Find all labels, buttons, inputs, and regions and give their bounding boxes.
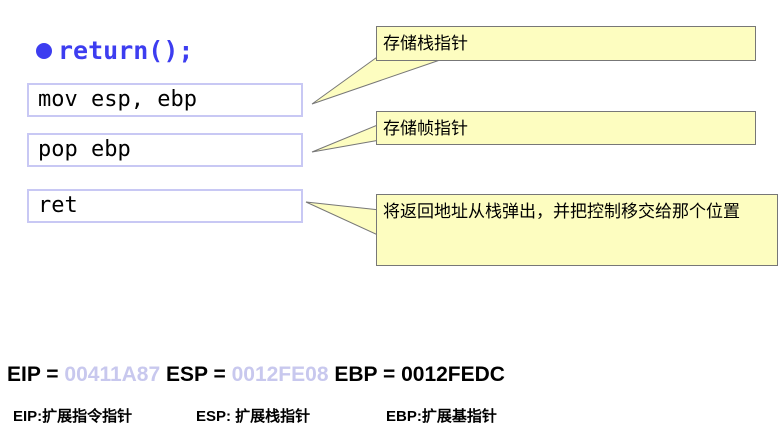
legend-ebp: EBP:扩展基指针 xyxy=(386,408,497,425)
callout-frame-pointer: 存储帧指针 xyxy=(376,111,756,145)
eip-value: 00411A87 xyxy=(64,363,161,386)
bullet-icon xyxy=(36,42,52,59)
callout-return: 将返回地址从栈弹出，并把控制移交给那个位置 xyxy=(376,194,778,266)
heading-text: return(); xyxy=(58,36,194,65)
ebp-label: EBP = xyxy=(328,363,402,386)
ebp-value: 0012FEDC xyxy=(401,363,505,386)
heading: return(); xyxy=(36,36,193,65)
code-line-pop: pop ebp xyxy=(27,133,303,167)
esp-value: 0012FE08 xyxy=(231,363,329,386)
callout-pointer-ret xyxy=(305,201,381,237)
callout-pointer-stack xyxy=(311,54,441,105)
code-line-ret: ret xyxy=(27,189,303,223)
legend-eip: EIP:扩展指令指针 xyxy=(13,408,133,425)
register-values: EIP = 00411A87 ESP = 0012FE08 EBP = 0012… xyxy=(7,363,505,387)
eip-label: EIP = xyxy=(7,363,65,386)
esp-label: ESP = xyxy=(160,363,232,386)
code-line-mov: mov esp, ebp xyxy=(27,83,303,117)
callout-pointer-frame xyxy=(311,123,381,153)
legend-esp: ESP: 扩展栈指针 xyxy=(196,408,311,425)
callout-stack-pointer: 存储栈指针 xyxy=(376,26,756,61)
